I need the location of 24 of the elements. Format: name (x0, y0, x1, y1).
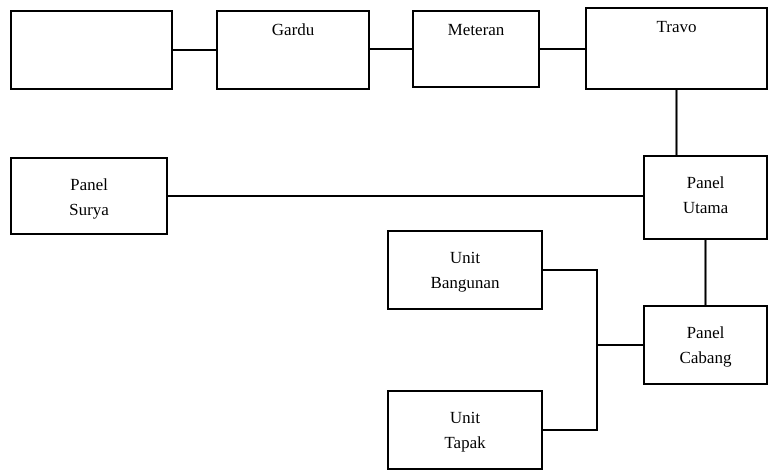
process-box (643, 155, 768, 240)
process-box (387, 390, 543, 470)
process-box (10, 10, 173, 90)
box-label: Gardu (272, 19, 314, 41)
connector-line (370, 48, 412, 50)
connector-line (543, 344, 643, 431)
connector-line (168, 195, 643, 197)
process-box (643, 305, 768, 385)
process-box (387, 230, 543, 310)
process-box (412, 10, 540, 88)
box-label: Panel Surya (69, 174, 109, 221)
connector-line (676, 90, 678, 155)
box-label: Unit Bangunan (430, 247, 500, 294)
connector-line (540, 48, 585, 50)
process-box (585, 7, 768, 90)
connector-line (173, 49, 216, 51)
connector-line (704, 240, 706, 305)
process-box (216, 10, 370, 90)
box-label: Travo (656, 16, 696, 38)
box-label: Unit Tapak (444, 407, 486, 454)
box-label: Panel Utama (682, 172, 728, 219)
box-label: Panel Cabang (680, 322, 732, 369)
process-box (10, 157, 168, 235)
box-label: Meteran (448, 19, 504, 41)
